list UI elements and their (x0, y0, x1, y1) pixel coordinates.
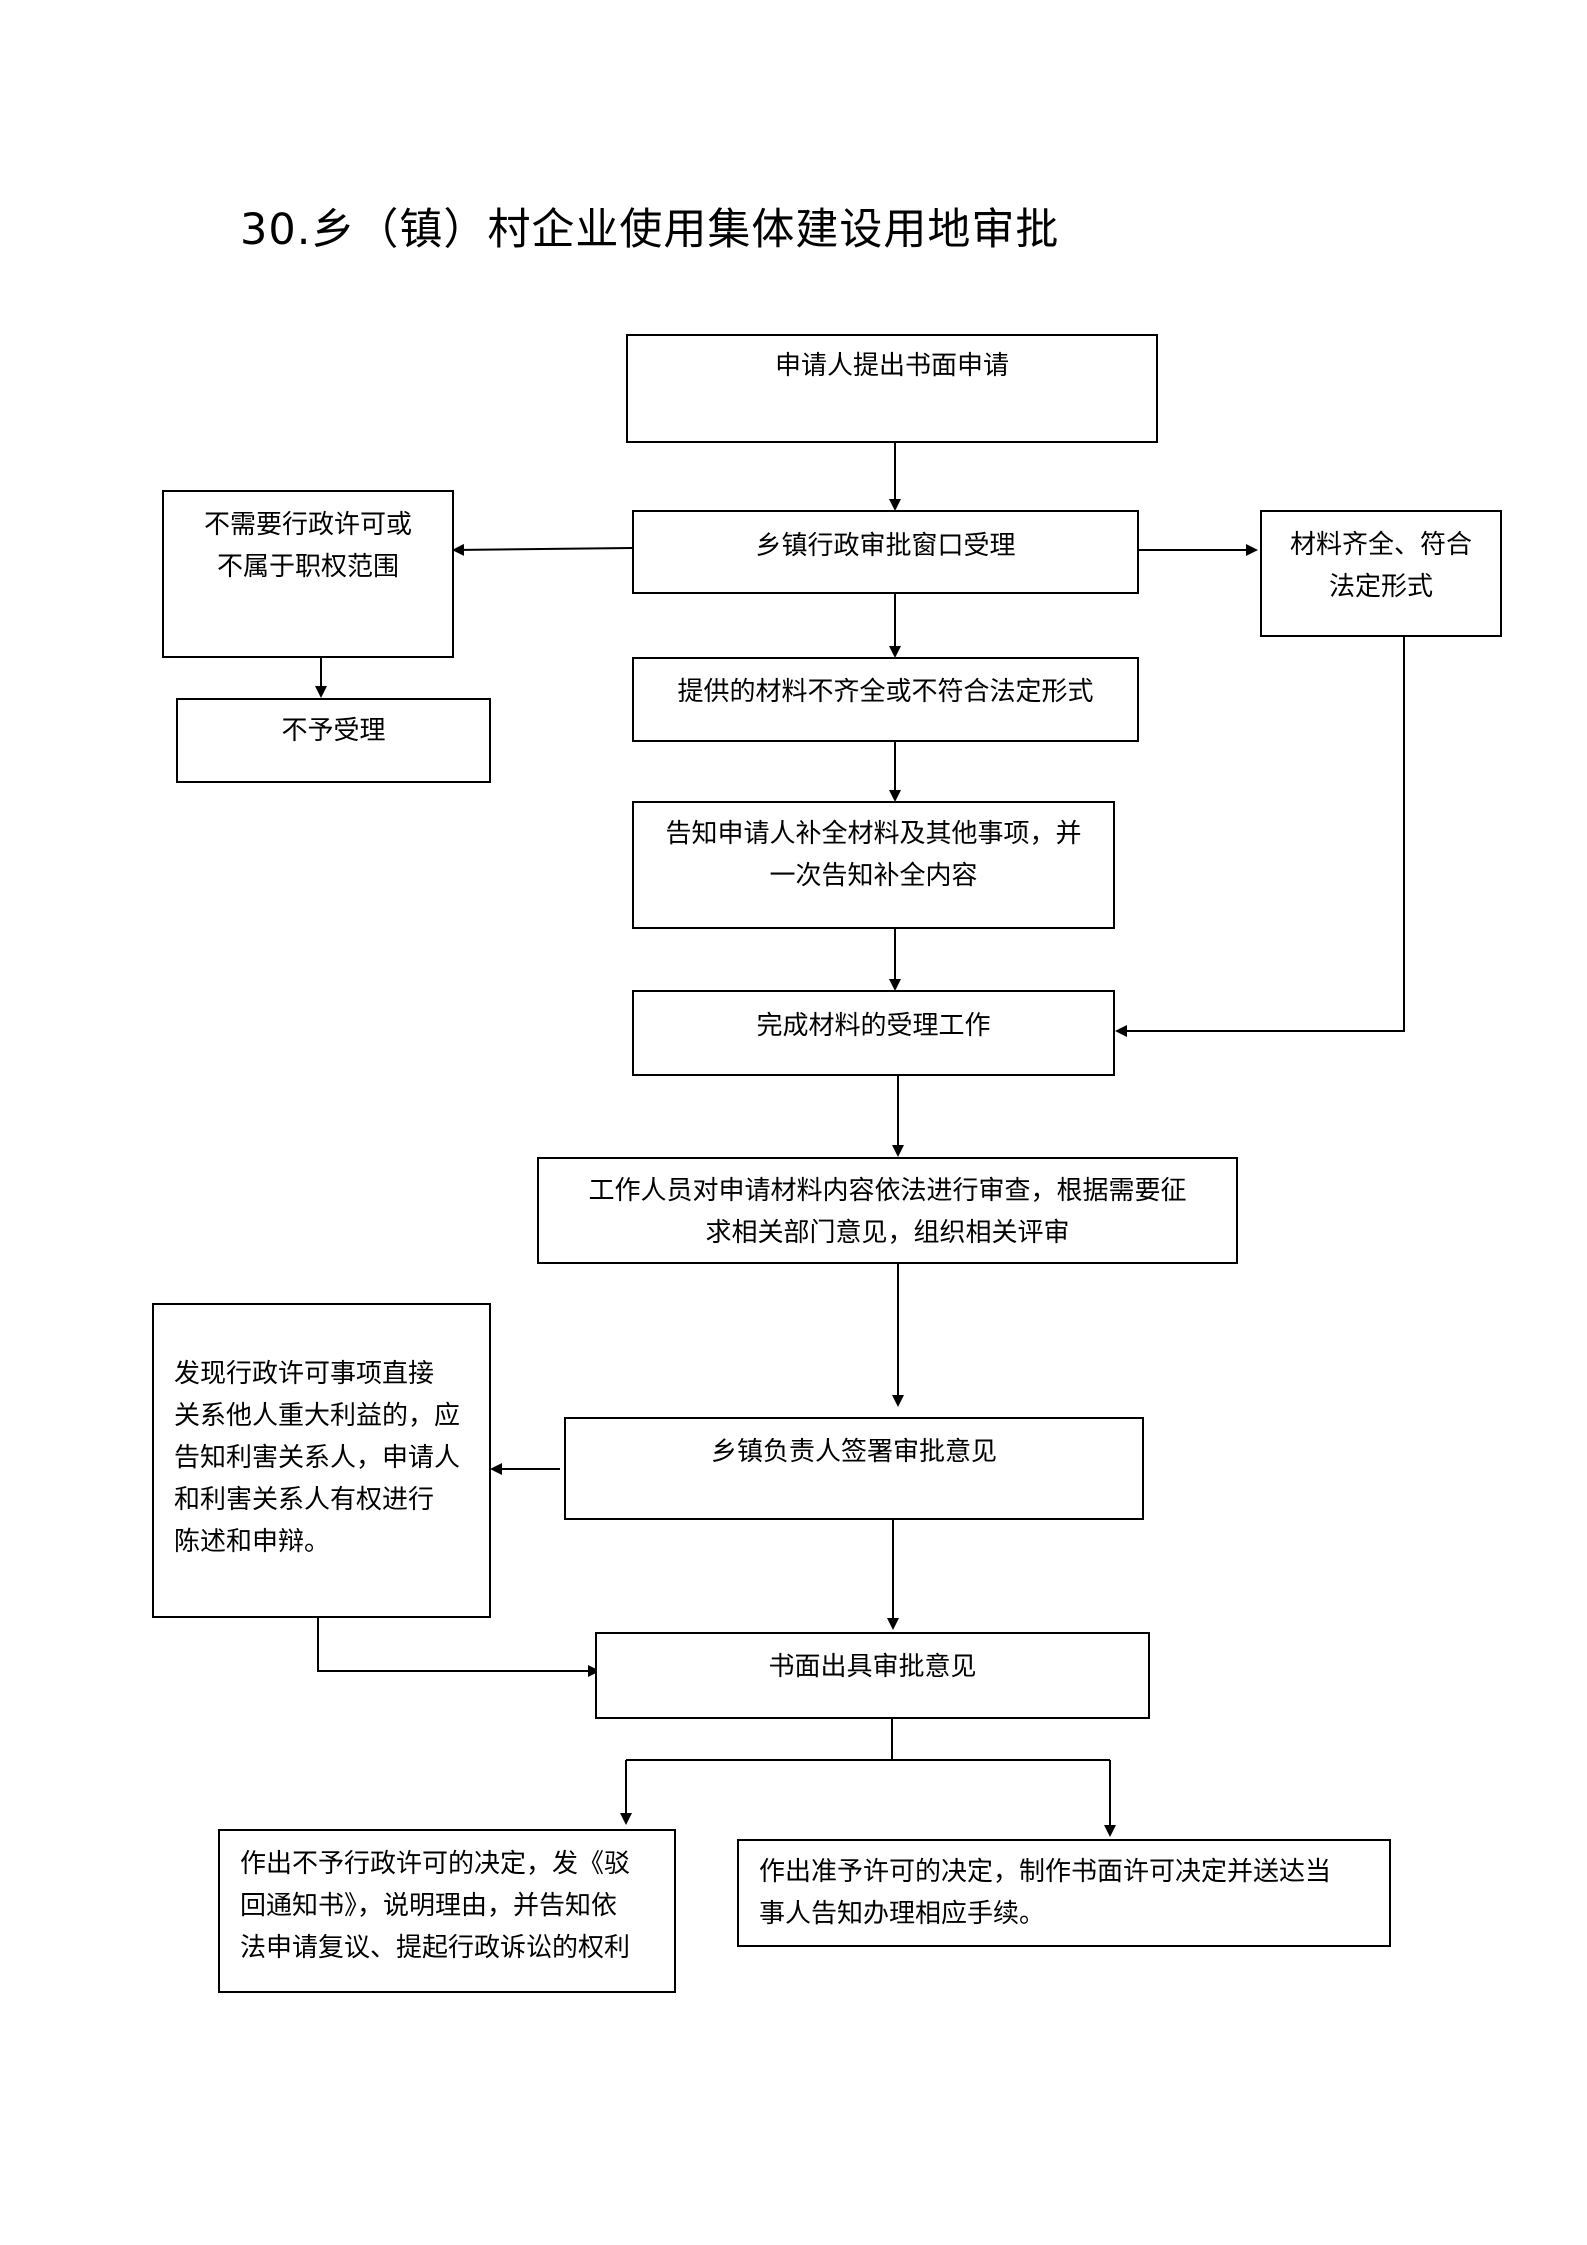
box-text: 不予受理 (281, 716, 386, 746)
box-text: 提供的材料不齐全或不符合法定形式 (677, 677, 1094, 707)
box-text: 告知申请人补全材料及其他事项，并 (665, 819, 1082, 849)
box-written-opinion: 书面出具审批意见 (595, 1632, 1150, 1719)
box-text: 事人告知办理相应手续。 (759, 1899, 1046, 1929)
box-text: 法申请复议、提起行政诉讼的权利 (240, 1933, 631, 1963)
box-materials-complete: 材料齐全、符合 法定形式 (1260, 510, 1502, 637)
box-complete-acceptance: 完成材料的受理工作 (632, 990, 1115, 1076)
box-text: 申请人提出书面申请 (774, 351, 1009, 381)
box-not-accepted: 不予受理 (176, 698, 491, 783)
box-accept-window: 乡镇行政审批窗口受理 (632, 510, 1139, 594)
box-notify-supplement: 告知申请人补全材料及其他事项，并 一次告知补全内容 (632, 801, 1115, 929)
box-township-sign: 乡镇负责人签署审批意见 (564, 1417, 1144, 1520)
box-apply: 申请人提出书面申请 (626, 334, 1158, 443)
box-text: 不需要行政许可或 (203, 510, 412, 540)
box-text: 回通知书》，说明理由，并告知依 (240, 1891, 618, 1921)
box-text: 材料齐全、符合 (1289, 530, 1472, 560)
box-stakeholder-notice: 发现行政许可事项直接 关系他人重大利益的，应 告知利害关系人，申请人 和利害关系… (152, 1303, 491, 1618)
arrow-complete-to-acceptance (1115, 636, 1405, 1037)
box-not-needed: 不需要行政许可或 不属于职权范围 (162, 490, 454, 658)
box-text: 完成材料的受理工作 (756, 1011, 991, 1041)
page-title: 30.乡（镇）村企业使用集体建设用地审批 (240, 205, 1060, 255)
box-review: 工作人员对申请材料内容依法进行审查，根据需要征 求相关部门意见，组织相关评审 (537, 1157, 1238, 1264)
box-text: 关系他人重大利益的，应 (174, 1401, 461, 1431)
box-text: 工作人员对申请材料内容依法进行审查，根据需要征 (588, 1176, 1187, 1206)
box-text: 作出不予行政许可的决定，发《驳 (240, 1849, 631, 1879)
box-text: 发现行政许可事项直接 (174, 1359, 435, 1389)
box-text: 一次告知补全内容 (769, 861, 978, 891)
arrow-notice-to-written (317, 1617, 600, 1677)
box-text: 告知利害关系人，申请人 (174, 1443, 461, 1473)
box-text: 陈述和申辩。 (174, 1527, 331, 1557)
box-deny-decision: 作出不予行政许可的决定，发《驳 回通知书》，说明理由，并告知依 法申请复议、提起… (218, 1829, 676, 1993)
box-text: 乡镇负责人签署审批意见 (710, 1437, 997, 1467)
arrow-window-to-not-needed (452, 543, 633, 556)
box-text: 书面出具审批意见 (768, 1652, 977, 1682)
box-materials-incomplete: 提供的材料不齐全或不符合法定形式 (632, 657, 1139, 742)
box-text: 求相关部门意见，组织相关评审 (705, 1218, 1070, 1248)
box-text: 作出准予许可的决定，制作书面许可决定并送达当 (759, 1857, 1332, 1887)
box-text: 法定形式 (1328, 572, 1433, 602)
box-text: 不属于职权范围 (216, 552, 399, 582)
box-text: 乡镇行政审批窗口受理 (755, 531, 1016, 561)
box-approve-decision: 作出准予许可的决定，制作书面许可决定并送达当 事人告知办理相应手续。 (737, 1839, 1391, 1947)
box-text: 和利害关系人有权进行 (174, 1485, 435, 1515)
